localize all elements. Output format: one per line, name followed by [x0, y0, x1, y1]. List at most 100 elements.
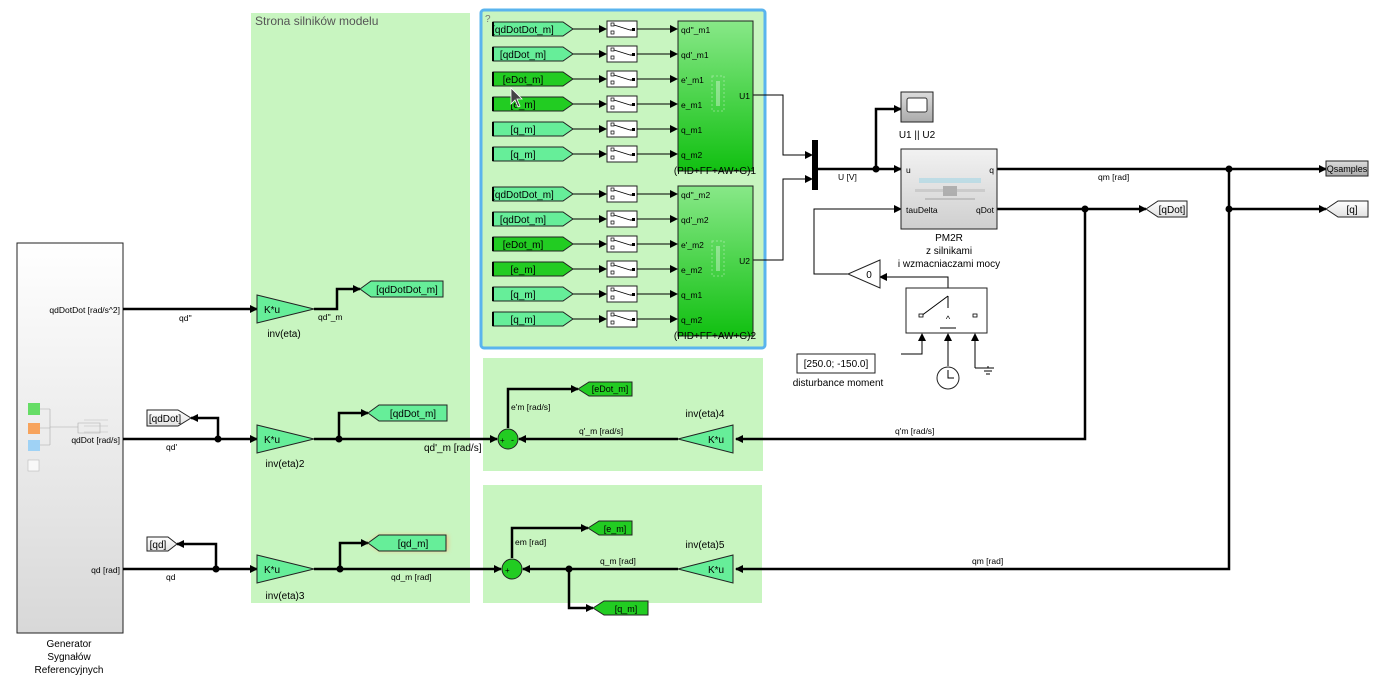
controller1-from-label-2: [eDot_m] [503, 75, 544, 86]
clock-icon[interactable] [936, 366, 960, 390]
goto-e-m[interactable]: [e_m] [587, 520, 633, 536]
gain-inv-eta4[interactable]: K*u [677, 424, 734, 454]
controller1-port-5: q_m2 [681, 150, 703, 160]
controller1-mask-icon [711, 75, 725, 112]
controller2-from-label-0: [qdDotDot_m] [492, 190, 554, 201]
controller2-from-label-5: [q_m] [510, 315, 535, 326]
signal-label-qd-m: qd_m [rad] [391, 572, 432, 582]
controller1-selector-0[interactable] [606, 20, 638, 38]
controller2-port-5: q_m2 [681, 315, 703, 325]
generator-port-qddot: qdDot [rad/s] [71, 435, 120, 445]
controller2-from-label-2: [eDot_m] [503, 240, 544, 251]
signal-lines [123, 105, 1327, 612]
controller2-selector-4[interactable] [606, 285, 638, 303]
controller2-selector-3[interactable] [606, 260, 638, 278]
controller2-selector-5[interactable] [606, 310, 638, 328]
controller1-from-label-3: [e_m] [510, 100, 535, 111]
controller1-port-3: e_m1 [681, 100, 703, 110]
switch-arm-icon [920, 295, 949, 317]
signal-generator-block[interactable]: qdDotDot [rad/s^2] qdDot [rad/s] qd [rad… [16, 242, 124, 634]
signal-label-qdpp: qd'' [179, 313, 192, 323]
goto-q-plant[interactable]: [q] [1325, 200, 1369, 218]
controller1-from-label-4: [q_m] [510, 125, 535, 136]
gain-inv-eta5-text: K*u [708, 565, 724, 576]
generator-name-2: Sygnałów [47, 652, 91, 663]
gain-inv-eta3[interactable]: K*u [256, 554, 315, 584]
controller1-selector-4[interactable] [606, 120, 638, 138]
controller1-port-1: qd'_m1 [681, 50, 709, 60]
controller2-selector-2[interactable] [606, 235, 638, 253]
sum-position-error[interactable]: + [501, 558, 523, 580]
goto-edot-m[interactable]: [eDot_m] [577, 381, 633, 397]
goto-q-m-label: [q_m] [615, 604, 638, 614]
to-workspace-qsamples[interactable]: Qsamples [1325, 160, 1369, 177]
gain-inv-eta3-text: K*u [264, 565, 280, 576]
controller1-selector-2[interactable] [606, 70, 638, 88]
gain-inv-eta4-text: K*u [708, 435, 724, 446]
goto-q-plant-label: [q] [1346, 205, 1357, 216]
gain-zero-block[interactable]: 0 [846, 259, 881, 289]
signal-label-qm-in: qm [rad] [972, 556, 1003, 566]
mux-block[interactable] [812, 140, 818, 190]
goto-qd-m[interactable]: [qd_m] [367, 534, 448, 552]
signal-label-qdot-m-in: q'_m [rad/s] [579, 426, 623, 436]
goto-edot-m-label: [eDot_m] [592, 384, 629, 394]
controller2-port-4: q_m1 [681, 290, 703, 300]
disturbance-name: disturbance moment [793, 378, 884, 389]
goto-qd[interactable]: [qd] [146, 536, 178, 552]
controller2-selector-1[interactable] [606, 210, 638, 228]
goto-e-m-label: [e_m] [604, 524, 627, 534]
controller2-port-0: qd''_m2 [681, 190, 711, 200]
goto-qddotdot-m-label: [qdDotDot_m] [376, 285, 438, 296]
goto-qddot-m[interactable]: [qdDot_m] [367, 404, 448, 422]
gain-zero-text: 0 [866, 270, 872, 281]
sum-velocity-plus: + [500, 436, 505, 445]
plant-name-2: z silnikami [926, 246, 972, 257]
controller2-from-label-1: [qdDot_m] [500, 215, 546, 226]
plant-mask-icon [915, 178, 985, 200]
controller2-selector-0[interactable] [606, 185, 638, 203]
goto-qddotdot-m[interactable]: [qdDotDot_m] [359, 280, 444, 298]
controller2-port-3: e_m2 [681, 265, 703, 275]
controller2-block[interactable] [677, 185, 754, 337]
signal-label-qdp-m: qd'_m [rad/s] [424, 443, 482, 454]
controller2-from-label-4: [q_m] [510, 290, 535, 301]
controller2-mask-icon [711, 240, 725, 277]
goto-qddot[interactable]: [qdDot] [146, 409, 192, 427]
scope-screen-icon [906, 97, 928, 113]
gain-inv-eta5[interactable]: K*u [677, 554, 734, 584]
subsystem-help-mark: ? [485, 14, 491, 25]
generator-name-1: Generator [46, 639, 92, 650]
sum-velocity-error[interactable]: + - [497, 428, 519, 450]
switch-block[interactable]: ^ [905, 287, 988, 334]
gain-inv-eta2[interactable]: K*u [256, 424, 315, 454]
plant-pm2r-block[interactable]: u tauDelta q qDot [900, 148, 998, 230]
signal-label-qdot-m: q'm [rad/s] [895, 426, 934, 436]
switch-symbol: ^ [946, 314, 951, 324]
goto-qdot-plant[interactable]: [qDot] [1145, 200, 1188, 218]
controller1-name: (PID+FF+AW+G)1 [674, 166, 757, 177]
signal-label-e-m: em [rad] [515, 537, 546, 547]
controller1-port-4: q_m1 [681, 125, 703, 135]
goto-q-m[interactable]: [q_m] [592, 600, 649, 616]
controller-1-group: [qdDotDot_m]qd''_m1[qdDot_m]qd'_m1[eDot_… [492, 20, 757, 177]
controller2-out-port: U2 [739, 256, 750, 266]
disturbance-constant-block[interactable]: [250.0; -150.0] [796, 353, 876, 374]
area-position-error [483, 485, 762, 603]
generator-port-qddotdot: qdDotDot [rad/s^2] [49, 305, 120, 315]
controller1-selector-1[interactable] [606, 45, 638, 63]
junction-dots [212, 165, 1233, 573]
goto-qddot-label: [qdDot] [149, 414, 181, 425]
gain-inv-eta3-name: inv(eta)3 [266, 591, 305, 602]
signal-label-qd: qd [166, 572, 176, 582]
gain-inv-eta[interactable]: K*u [256, 294, 315, 324]
disturbance-value: [250.0; -150.0] [804, 359, 869, 370]
controller-2-group: [qdDotDot_m]qd''_m2[qdDot_m]qd'_m2[eDot_… [492, 185, 757, 342]
controller1-from-label-5: [q_m] [510, 150, 535, 161]
controller1-selector-3[interactable] [606, 95, 638, 113]
controller1-block[interactable] [677, 20, 754, 172]
area-motor-side-label: Strona silników modelu [255, 14, 378, 28]
plant-in-taudelta: tauDelta [906, 205, 938, 215]
controller1-selector-5[interactable] [606, 145, 638, 163]
scope-block[interactable] [900, 91, 934, 123]
